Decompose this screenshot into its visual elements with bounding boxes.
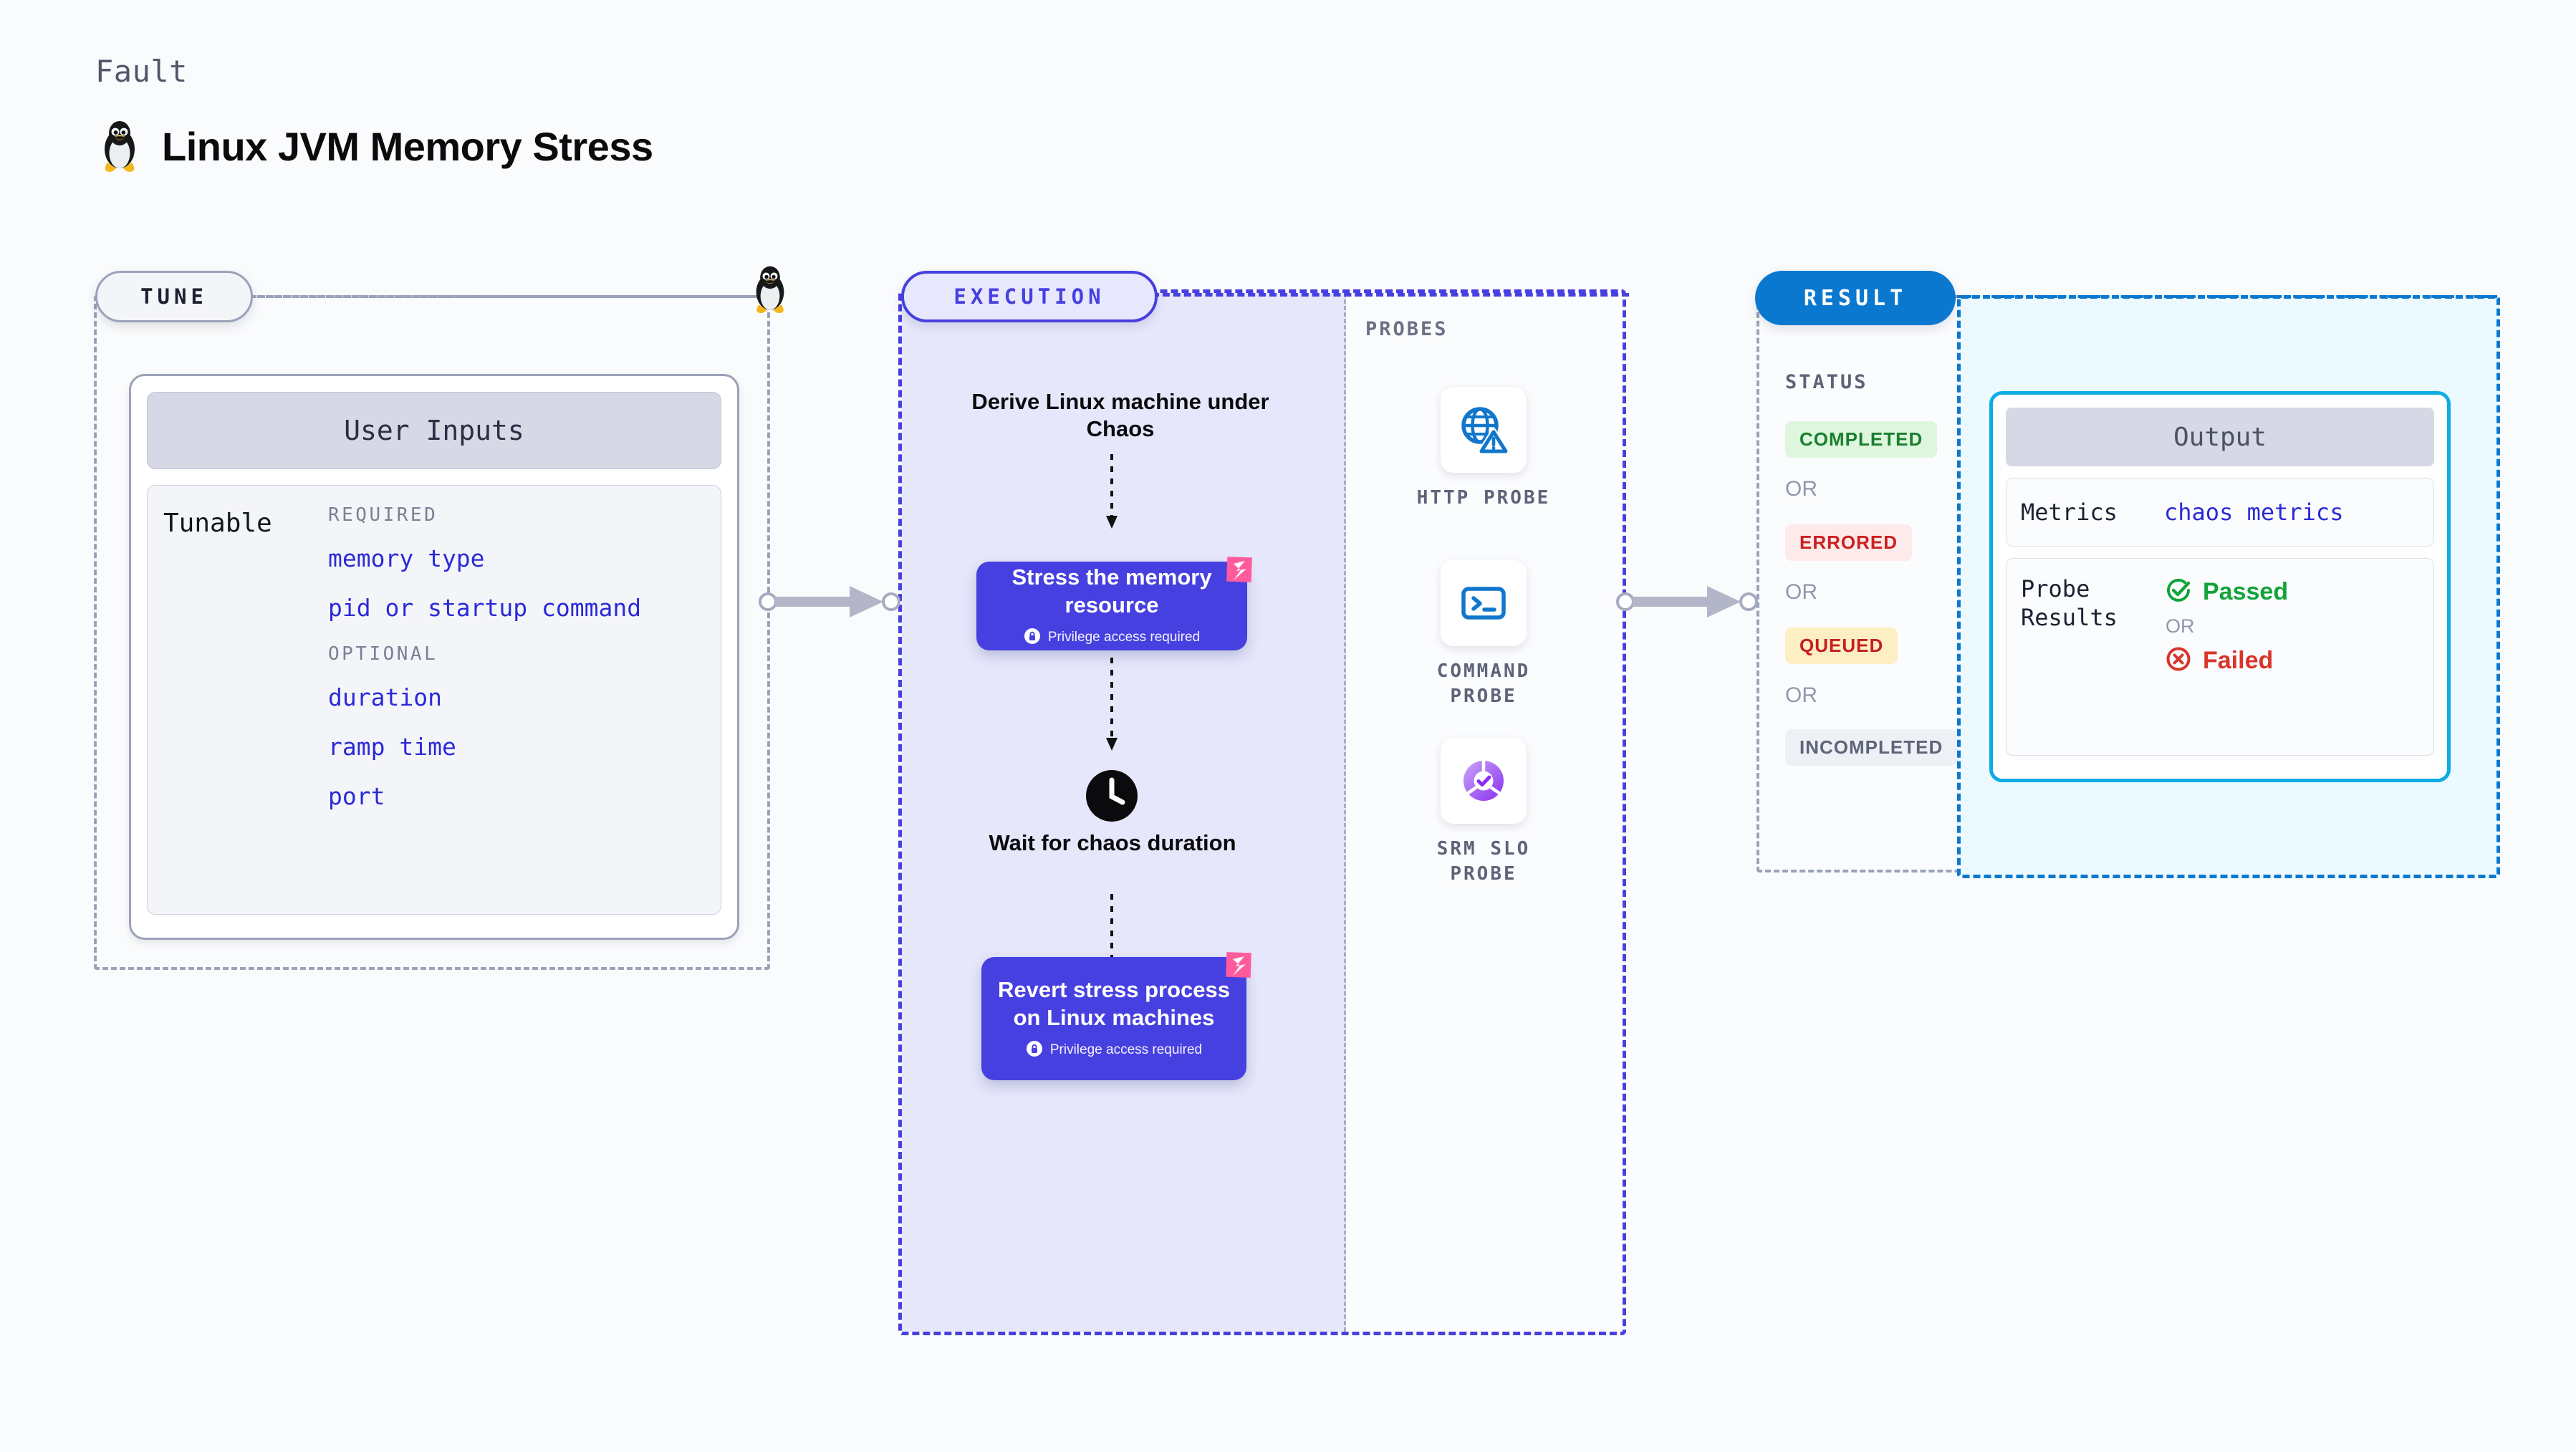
tunable-pid-or-startup-command[interactable]: pid or startup command <box>328 594 642 622</box>
user-inputs-title: User Inputs <box>147 392 721 469</box>
tunable-row-label: Tunable <box>163 509 272 538</box>
output-metrics-link[interactable]: chaos metrics <box>2164 499 2344 526</box>
probe-result-passed-label: Passed <box>2203 578 2289 605</box>
probe-result-failed-label: Failed <box>2203 647 2274 674</box>
result-connector-line <box>1948 295 2497 298</box>
clock-icon <box>1085 769 1139 827</box>
probe-result-passed: Passed <box>2164 576 2288 608</box>
tunable-duration[interactable]: duration <box>328 683 442 711</box>
output-probe-results-key: Probe Results <box>2021 575 2118 631</box>
output-probe-results-row: Probe Results Passed OR <box>2006 558 2434 756</box>
fault-kicker: Fault <box>95 54 188 89</box>
http-globe-warning-icon <box>1441 387 1527 473</box>
status-or-3: OR <box>1785 683 1817 707</box>
probe-result-failed: Failed <box>2164 645 2288 677</box>
lock-icon <box>1024 628 1041 648</box>
probe-http-label: HTTP PROBE <box>1416 487 1551 509</box>
tune-connector-line <box>251 295 774 298</box>
harness-logo-icon <box>1211 942 1261 996</box>
probe-command[interactable]: COMMAND PROBE <box>1398 560 1570 709</box>
execution-step-derive-machine: Derive Linux machine under Chaos <box>971 389 1269 442</box>
arrow-tune-to-execution <box>759 586 900 617</box>
status-section-label: STATUS <box>1785 371 1868 393</box>
probe-srm-slo-label: SRM SLO PROBE <box>1436 838 1531 885</box>
probe-command-label: COMMAND PROBE <box>1436 660 1531 708</box>
status-badge-errored: ERRORED <box>1785 524 1913 561</box>
output-card: Output Metrics chaos metrics Probe Resul… <box>1989 391 2451 782</box>
privilege-note-text: Privilege access required <box>1047 630 1201 645</box>
execution-stage-pill[interactable]: EXECUTION <box>901 271 1158 322</box>
fault-title-row: Linux JVM Memory Stress <box>97 118 653 174</box>
x-circle-icon <box>2164 645 2193 677</box>
privilege-note: Privilege access required <box>1026 1040 1202 1061</box>
result-stage-pill[interactable]: RESULT <box>1755 271 1956 325</box>
probe-http[interactable]: HTTP PROBE <box>1398 387 1570 511</box>
execution-step-wait-duration: Wait for chaos duration <box>989 830 1236 855</box>
status-or-2: OR <box>1785 580 1817 604</box>
harness-logo-icon <box>1212 547 1262 600</box>
probe-result-or: OR <box>2166 615 2195 637</box>
execution-node-stress-memory[interactable]: Stress the memory resource Privilege acc… <box>976 557 1252 650</box>
tune-stage-pill[interactable]: TUNE <box>95 271 253 322</box>
tunable-port[interactable]: port <box>328 782 385 810</box>
linux-penguin-marker-icon <box>749 264 792 319</box>
privilege-note: Privilege access required <box>1024 628 1200 648</box>
probes-section-label: PROBES <box>1365 318 1448 340</box>
probe-srm-slo[interactable]: SRM SLO PROBE <box>1398 738 1570 887</box>
execution-node-revert-stress[interactable]: Revert stress process on Linux machines … <box>981 952 1251 1080</box>
lock-icon <box>1026 1040 1043 1061</box>
linux-penguin-icon <box>97 118 142 174</box>
user-inputs-card: User Inputs Tunable REQUIRED memory type… <box>129 374 739 940</box>
status-badge-completed: COMPLETED <box>1785 421 1938 458</box>
privilege-note-text: Privilege access required <box>1049 1042 1203 1058</box>
status-badge-incompleted: INCOMPLETED <box>1785 729 1958 766</box>
tunable-section: Tunable REQUIRED memory type pid or star… <box>147 485 721 915</box>
execution-arrow-2 <box>1106 658 1118 751</box>
execution-node-label: Revert stress process on Linux machines <box>998 977 1230 1030</box>
page-title: Linux JVM Memory Stress <box>162 123 653 169</box>
check-circle-icon <box>2164 576 2193 608</box>
tunable-group-label-required: REQUIRED <box>328 504 438 526</box>
status-badge-queued: QUEUED <box>1785 628 1898 664</box>
output-card-title: Output <box>2006 408 2434 466</box>
execution-node-label: Stress the memory resource <box>1011 564 1212 617</box>
execution-arrow-1 <box>1106 454 1118 529</box>
status-or-1: OR <box>1785 477 1817 501</box>
arrow-execution-to-result <box>1616 586 1758 617</box>
tunable-group-label-optional: OPTIONAL <box>328 643 438 665</box>
terminal-command-icon <box>1441 560 1527 646</box>
tunable-ramp-time[interactable]: ramp time <box>328 733 456 761</box>
execution-connector-line <box>1152 293 1629 297</box>
tunable-memory-type[interactable]: memory type <box>328 544 485 572</box>
srm-slo-donut-check-icon <box>1441 738 1527 824</box>
output-metrics-row: Metrics chaos metrics <box>2006 478 2434 547</box>
output-metrics-key: Metrics <box>2021 499 2118 526</box>
